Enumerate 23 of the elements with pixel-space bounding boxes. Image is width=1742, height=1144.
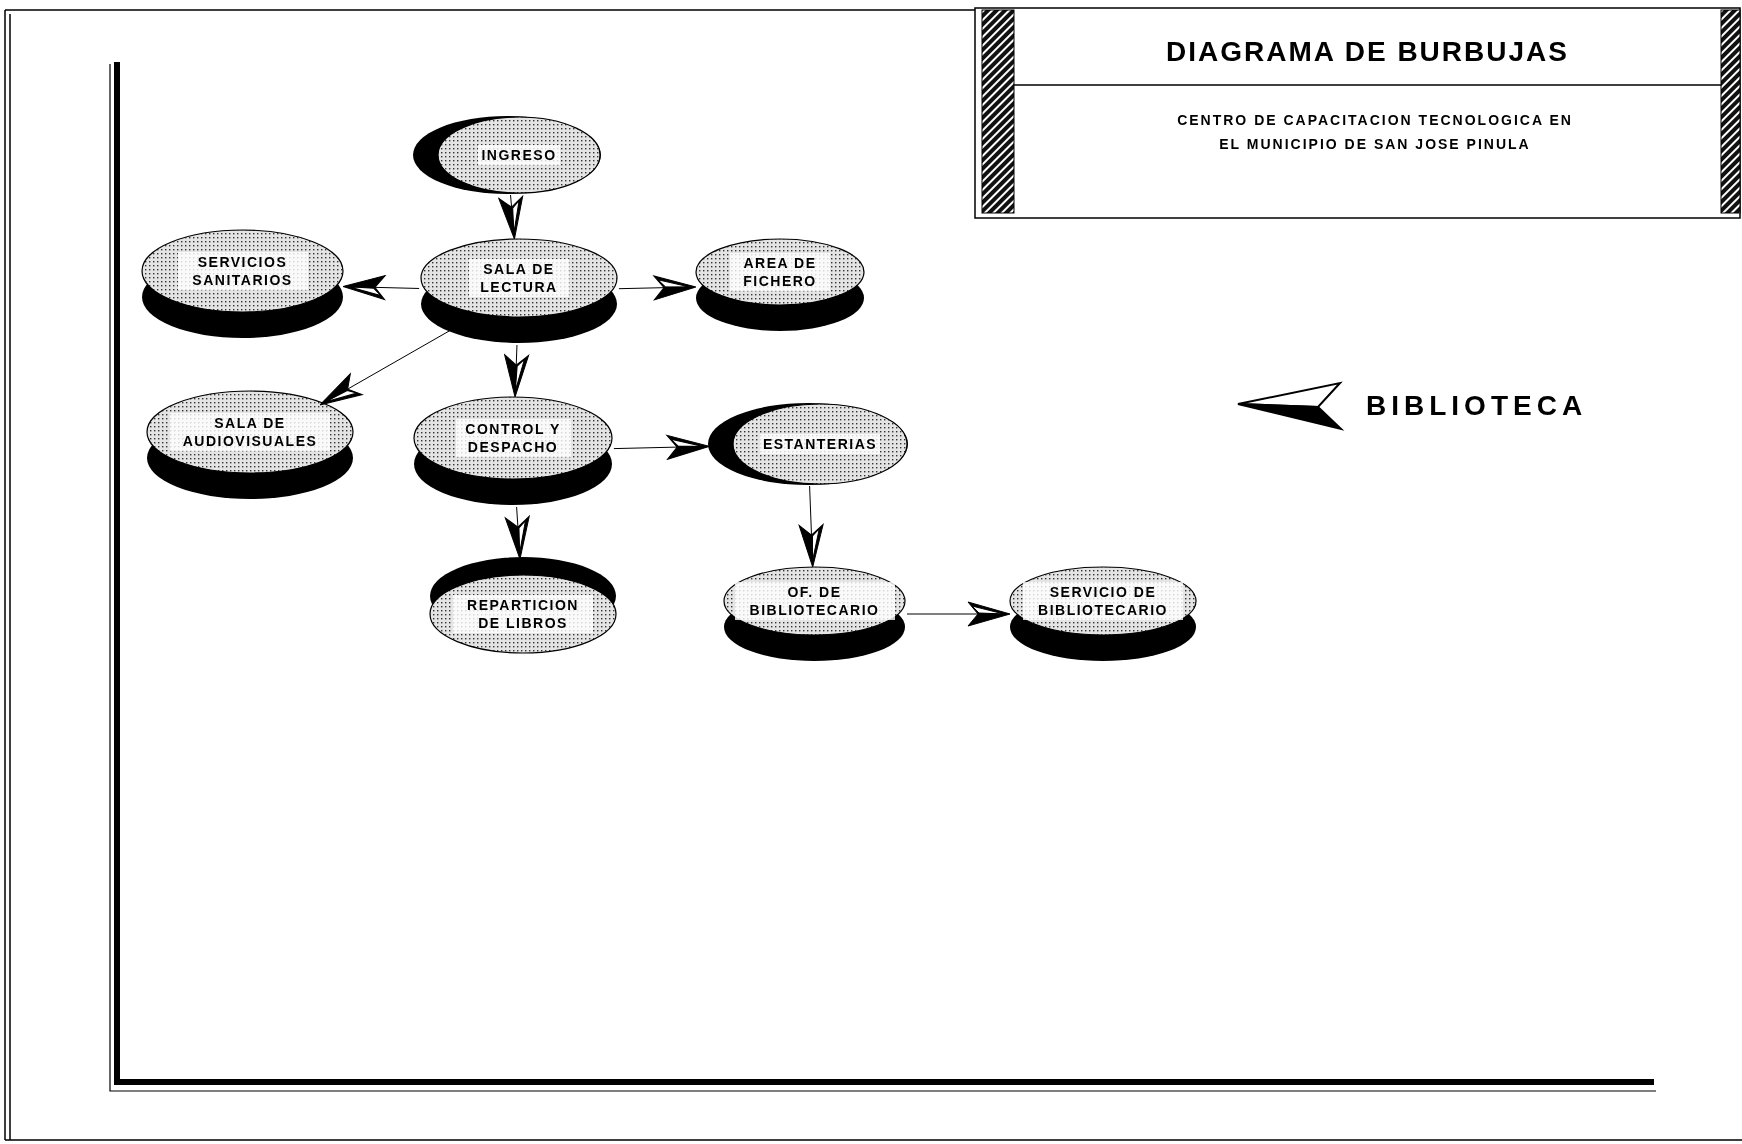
- bubble: [145, 389, 355, 501]
- bubble: [694, 237, 866, 333]
- bubble-label: SERVICIO DE BIBLIOTECARIO: [1023, 582, 1183, 620]
- bubble-label: SERVICIOS SANITARIOS: [177, 252, 308, 290]
- bubble: [140, 228, 345, 340]
- diagram-title: DIAGRAMA DE BURBUJAS: [1165, 36, 1570, 68]
- subtitle: CENTRO DE CAPACITACION TECNOLOGICA EN EL MUNICIPIO DE SAN JOSE PINULA: [1176, 111, 1574, 154]
- bubble-label: SALA DE AUDIOVISUALES: [170, 413, 330, 451]
- bubble: [707, 402, 909, 486]
- bubble-label: ESTANTERIAS: [759, 434, 881, 454]
- bubble-label: OF. DE BIBLIOTECARIO: [734, 582, 895, 620]
- bubble-label: CONTROL Y DESPACHO: [455, 419, 571, 457]
- bubble: [428, 557, 618, 655]
- bubble-label: INGRESO: [478, 145, 560, 165]
- bubble-label: AREA DE FICHERO: [730, 253, 830, 291]
- bubble: [722, 565, 907, 663]
- bubble-label: SALA DE LECTURA: [469, 259, 569, 297]
- section-label: BIBLIOTECA: [1366, 390, 1589, 422]
- bubble: [412, 115, 602, 195]
- bubble: [412, 395, 614, 507]
- bubble-label: REPARTICION DE LIBROS: [453, 595, 593, 633]
- bubble: [1008, 565, 1198, 663]
- bubble: [419, 237, 619, 345]
